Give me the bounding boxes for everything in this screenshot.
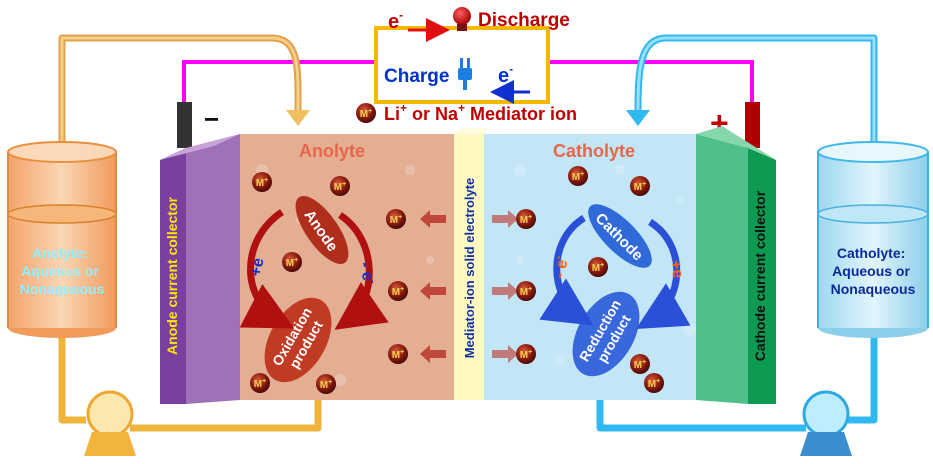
mediator-ion-icon [356, 103, 376, 123]
mediator-ion [252, 172, 272, 192]
mediator-ion [388, 344, 408, 364]
mediator-ion-legend: M+ Li+ or Na+ Mediator ion [356, 101, 577, 124]
cathode-current-collector [748, 148, 776, 404]
svg-text:M+: M+ [256, 177, 268, 189]
mediator-ion [282, 252, 302, 272]
svg-text:M+: M+ [572, 171, 584, 183]
mediator-ion-badges: M+ M+ M+ M+ M+ M+ M+ M+ M+ M+ M+ M+ M+ M… [254, 171, 660, 391]
mediator-ion [386, 209, 406, 229]
mediator-ion-legend-text: Li+ or Na+ Mediator ion [384, 101, 577, 124]
anode-cycle-arrow-left [239, 209, 295, 329]
svg-text:M+: M+ [390, 214, 402, 226]
mediator-ion [388, 281, 408, 301]
anode-electron-loss-label: - e- [356, 260, 379, 286]
svg-text:M+: M+ [592, 262, 604, 274]
svg-text:M+: M+ [520, 286, 532, 298]
svg-text:M+: M+ [392, 286, 404, 298]
cathode-electrode [588, 204, 652, 268]
svg-text:M+: M+ [286, 257, 298, 269]
mediator-ion [516, 281, 536, 301]
mediator-ion [516, 344, 536, 364]
mediator-ion [630, 354, 650, 374]
anolyte-title: Anolyte [299, 141, 365, 161]
svg-text:M+: M+ [520, 214, 532, 226]
cathode-electron-loss-label: - e- [549, 254, 572, 280]
anolyte-tank-label: Anolyte: Aqueous or Nonaqueous [20, 245, 105, 297]
svg-text:M+: M+ [520, 349, 532, 361]
svg-text:M+: M+ [360, 108, 372, 120]
mediator-ions-catholyte [516, 166, 664, 393]
svg-text:M+: M+ [392, 349, 404, 361]
light-bulb-icon [453, 7, 471, 31]
anolyte-pump [84, 390, 136, 456]
external-circuit-wire [182, 60, 754, 102]
membrane-label: Mediator-ion solid electrolyte [462, 178, 477, 359]
cathode-collector-label: Cathode current collector [752, 190, 768, 361]
positive-terminal [745, 102, 760, 148]
ion-migration-arrows [420, 210, 518, 363]
svg-text:M+: M+ [334, 181, 346, 193]
negative-sign: − [204, 104, 219, 134]
charge-label: Charge [384, 66, 449, 87]
mediator-ion [516, 209, 536, 229]
negative-terminal [177, 102, 192, 148]
discharge-electron-label: e- [388, 8, 403, 33]
anode-collector-label: Anode current collector [164, 196, 180, 354]
catholyte-flow-pipe [596, 34, 878, 432]
mediator-ions-anolyte [250, 172, 408, 394]
mediator-ion [588, 257, 608, 277]
cathode-cycle-arrow-right [635, 219, 691, 330]
svg-text:M+: M+ [320, 379, 332, 391]
anode-electron-gain-label: +e [248, 257, 268, 278]
catholyte-title: Catholyte [553, 141, 635, 161]
svg-text:M+: M+ [634, 359, 646, 371]
catholyte-pump [800, 390, 852, 456]
cathode-electron-gain-label: +e [666, 259, 686, 280]
mediator-ion [250, 373, 270, 393]
power-plug-icon [458, 58, 472, 90]
mediator-ion [316, 374, 336, 394]
mediator-ion [568, 166, 588, 186]
svg-text:M+: M+ [648, 378, 660, 390]
mediator-ion [630, 176, 650, 196]
anode-current-collector [160, 148, 186, 404]
mediator-ion [644, 373, 664, 393]
anolyte-flow-pipe [58, 34, 322, 432]
anolyte-tank [7, 141, 117, 338]
charge-electron-label: e- [498, 62, 513, 87]
mediator-ion [330, 176, 350, 196]
svg-text:M+: M+ [254, 378, 266, 390]
catholyte-tank [817, 141, 929, 338]
anode-cycle-arrow-right [334, 212, 389, 330]
anode-electrode [295, 195, 349, 265]
mediator-ion-membrane [454, 134, 484, 400]
cathode-cycle-arrow-left [539, 215, 594, 326]
anolyte-inlet-arrow [286, 110, 310, 126]
catholyte-tank-label: Catholyte: Aqueous or Nonaqueous [831, 245, 916, 297]
catholyte-inlet-arrow [626, 110, 650, 126]
discharge-label: Discharge [478, 10, 570, 31]
svg-text:M+: M+ [634, 181, 646, 193]
